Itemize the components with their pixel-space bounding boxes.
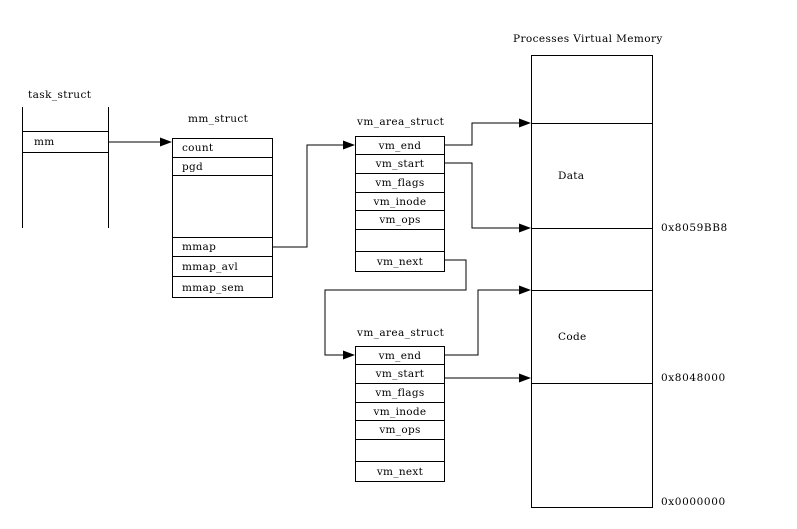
vma-second-row-spacer [356,440,444,462]
wire-vma1-vmend-to-memory [445,118,531,146]
vma-first-caption: vm_area_struct [357,116,445,128]
vma-second-row-vm-ops[interactable]: vm_ops [356,421,444,440]
vma-first-row-vm-flags[interactable]: vm_flags [356,174,444,193]
task-struct-left-rail [22,107,23,228]
task-struct-mm-top-rule [22,131,109,132]
wire-vma1-vmnext-to-vma2 [324,259,467,360]
mm-struct-row-mmap-sem-label: mmap_sem [182,281,245,294]
vma-first-row-vm-inode-label: vm_inode [373,195,427,208]
wire-vma2-vmend-to-memory [445,285,531,356]
mm-struct-row-spacer [173,176,272,238]
vma-second-row-vm-flags[interactable]: vm_flags [356,384,444,403]
mm-struct-row-mmap-avl[interactable]: mmap_avl [173,257,272,277]
mm-struct-row-mmap[interactable]: mmap [173,238,272,257]
vma-second-row-vm-next[interactable]: vm_next [356,462,444,482]
mm-struct-row-pgd[interactable]: pgd [173,158,272,176]
memory-address-code-start: 0x8048000 [661,372,726,384]
mm-struct-row-mmap-avl-label: mmap_avl [182,260,239,273]
wire-mm-to-mmstruct [108,137,172,147]
mm-struct-caption: mm_struct [188,113,249,125]
memory-column-caption: Processes Virtual Memory [513,33,663,45]
task-struct-mm-bottom-rule [22,152,109,153]
mm-struct-box: count pgd mmap mmap_avl mmap_sem [172,138,273,298]
wire-vma2-vmstart-to-memory [445,373,531,383]
vma-first-row-vm-next-label: vm_next [376,256,424,268]
memory-segment-data-label: Data [558,170,585,182]
vma-second-row-vm-end[interactable]: vm_end [356,347,444,365]
memory-segment-bottom-unused[interactable] [532,384,652,509]
vma-first-row-vm-next[interactable]: vm_next [356,252,444,272]
vma-second-row-vm-start-label: vm_start [375,368,425,380]
task-struct-caption: task_struct [28,89,92,101]
mm-struct-row-count-label: count [182,142,214,154]
vma-second-box: vm_end vm_start vm_flags vm_inode vm_ops… [355,346,445,482]
vma-first-row-vm-end-label: vm_end [378,139,422,152]
wire-vma1-vmstart-to-memory [445,162,531,233]
vma-first-row-vm-start[interactable]: vm_start [356,155,444,174]
vma-first-row-vm-flags-label: vm_flags [375,177,425,189]
memory-segment-data[interactable]: Data [532,124,652,229]
memory-segment-code[interactable]: Code [532,291,652,384]
vma-second-row-vm-inode-label: vm_inode [373,405,427,418]
memory-address-zero: 0x0000000 [661,496,726,508]
task-struct-field-mm[interactable]: mm [22,131,109,152]
vma-second-row-vm-start[interactable]: vm_start [356,365,444,384]
mm-struct-row-pgd-label: pgd [182,160,204,173]
task-struct-field-mm-label: mm [34,135,55,148]
memory-address-data-end: 0x8059BB8 [661,222,728,234]
vma-second-row-vm-end-label: vm_end [378,349,422,362]
vma-first-row-vm-end[interactable]: vm_end [356,137,444,155]
vma-first-box: vm_end vm_start vm_flags vm_inode vm_ops… [355,136,445,272]
vma-first-row-vm-ops-label: vm_ops [379,214,421,226]
vma-first-row-spacer [356,230,444,252]
vma-second-caption: vm_area_struct [357,327,445,339]
vma-first-row-vm-start-label: vm_start [375,158,425,170]
mm-struct-row-mmap-sem[interactable]: mmap_sem [173,277,272,298]
mm-struct-row-mmap-label: mmap [182,241,217,253]
vma-second-row-vm-inode[interactable]: vm_inode [356,403,444,421]
memory-segment-top-unused[interactable] [532,56,652,124]
vma-first-row-vm-ops[interactable]: vm_ops [356,211,444,230]
vma-second-row-vm-ops-label: vm_ops [379,424,421,436]
wire-mmap-to-vma1 [273,140,355,248]
vma-second-row-vm-next-label: vm_next [376,466,424,478]
memory-segment-gap[interactable] [532,229,652,291]
vma-second-row-vm-flags-label: vm_flags [375,387,425,399]
mm-struct-row-count[interactable]: count [173,139,272,158]
task-struct-right-rail [108,107,109,228]
memory-segment-code-label: Code [558,331,587,343]
memory-column: Data Code [531,55,653,508]
vma-first-row-vm-inode[interactable]: vm_inode [356,193,444,211]
